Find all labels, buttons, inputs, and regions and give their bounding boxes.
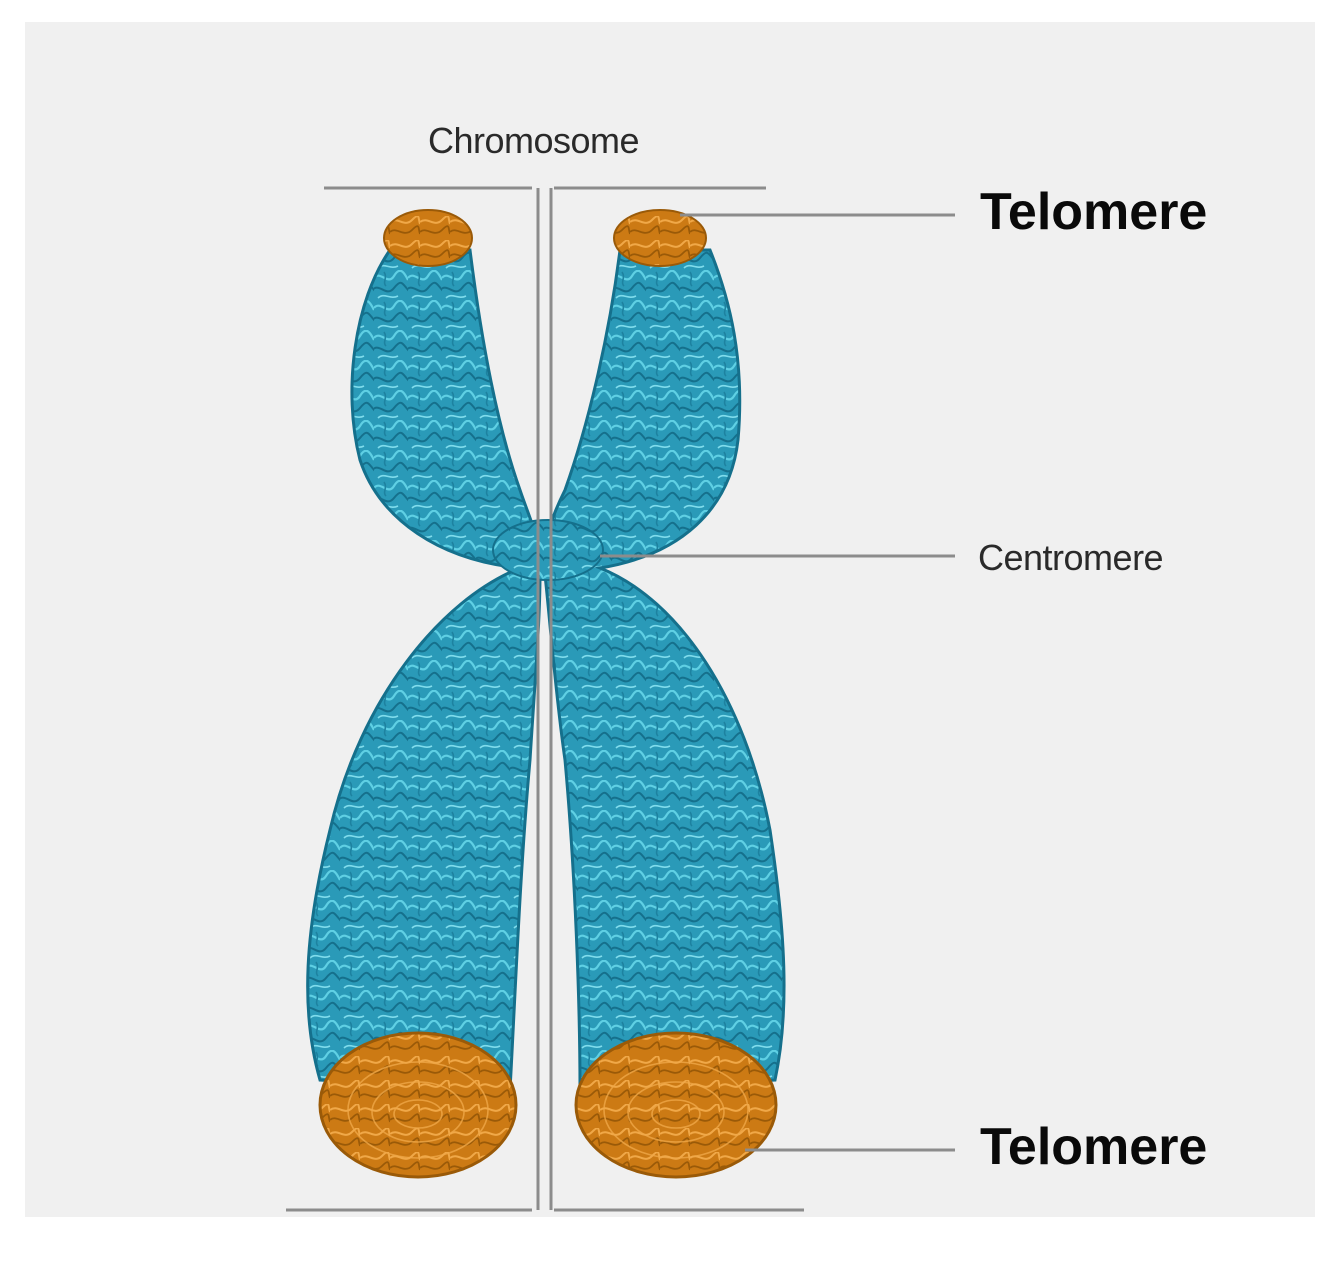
chromosome-label: Chromosome: [428, 120, 640, 161]
telomere-cap-bottom-right: [574, 1031, 778, 1179]
right-chromatid: [542, 248, 786, 1092]
centromere-label: Centromere: [978, 537, 1164, 578]
left-chromatid: [306, 248, 543, 1092]
telomere-cap-bottom-left: [318, 1031, 518, 1179]
telomere-cap-top-right: [613, 209, 707, 267]
telomere-label-bottom: Telomere: [980, 1118, 1208, 1176]
centromere: [492, 519, 604, 581]
telomere-cap-top-left: [383, 209, 473, 267]
telomere-label-top: Telomere: [980, 183, 1208, 241]
